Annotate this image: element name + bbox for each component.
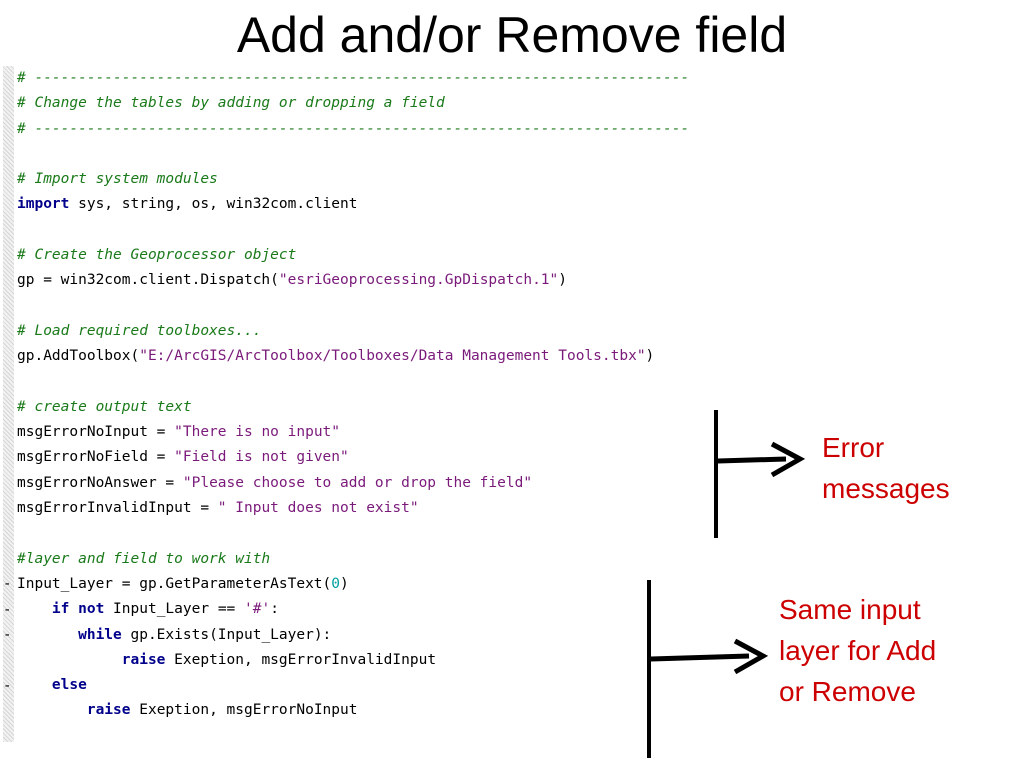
- code-line: [17, 218, 689, 243]
- indent: [17, 627, 78, 643]
- callout-line: or Remove: [779, 676, 916, 707]
- arrow-right-icon: [650, 638, 769, 675]
- code-line: msgErrorNoInput = "There is no input": [17, 420, 689, 445]
- callout-line: messages: [822, 473, 950, 504]
- code-line: Input_Layer = gp.GetParameterAsText(0): [17, 572, 689, 597]
- comment: # --------------------------------------…: [17, 120, 690, 137]
- indent: [17, 601, 52, 617]
- comment: # Import system modules: [17, 171, 218, 188]
- code-line: raise Exeption, msgErrorNoInput: [17, 698, 689, 723]
- keyword: else: [51, 677, 87, 694]
- code-line: [17, 521, 689, 546]
- indent: [17, 677, 52, 693]
- code-line: # Load required toolboxes...: [17, 319, 689, 344]
- code-text: gp = win32com.client.Dispatch(: [17, 272, 279, 289]
- code-line: # --------------------------------------…: [17, 117, 689, 142]
- code-line: # --------------------------------------…: [17, 66, 689, 91]
- comment: #layer and field to work with: [17, 550, 271, 567]
- keyword: while: [78, 626, 122, 643]
- string-literal: "esriGeoprocessing.GpDispatch.1": [278, 272, 559, 289]
- code-line: # Import system modules: [17, 167, 689, 192]
- bracket-line-input: [647, 580, 651, 758]
- comment: # Change the tables by adding or droppin…: [17, 95, 445, 112]
- keyword: import: [17, 196, 70, 213]
- indent: [17, 652, 122, 668]
- code-text: sys, string, os, win32com.client: [69, 196, 358, 213]
- code-line: if not Input_Layer == '#':: [17, 597, 689, 622]
- string-literal: "There is no input": [174, 424, 341, 441]
- code-text: gp.Exists(Input_Layer):: [121, 626, 332, 643]
- number-literal: 0: [331, 575, 341, 592]
- code-text: Input_Layer = gp.GetParameterAsText(: [17, 575, 332, 592]
- keyword: if: [51, 601, 70, 618]
- code-text: msgErrorInvalidInput =: [17, 500, 218, 517]
- code-line: msgErrorNoAnswer = "Please choose to add…: [17, 471, 689, 496]
- code-text: msgErrorNoAnswer =: [17, 474, 183, 491]
- code-line: msgErrorInvalidInput = " Input does not …: [17, 496, 689, 521]
- callout-same-input: Same input layer for Add or Remove: [779, 589, 936, 712]
- code-line: # create output text: [17, 395, 689, 420]
- code-line: # Create the Geoprocessor object: [17, 243, 689, 268]
- code-line: [17, 294, 689, 319]
- string-literal: '#': [244, 601, 271, 618]
- keyword: raise: [86, 702, 131, 719]
- fold-marker[interactable]: -: [3, 627, 12, 643]
- code-text: msgErrorNoInput =: [17, 424, 175, 441]
- code-line: # Change the tables by adding or droppin…: [17, 91, 689, 116]
- code-text: ): [340, 575, 349, 592]
- fold-marker[interactable]: -: [3, 602, 12, 618]
- bracket-line-error: [714, 410, 718, 538]
- slide-title: Add and/or Remove field: [236, 7, 788, 63]
- code-line: [17, 142, 689, 167]
- keyword: raise: [121, 651, 166, 668]
- callout-line: Same input: [779, 594, 921, 625]
- string-literal: "E:/ArcGIS/ArcToolbox/Toolboxes/Data Man…: [139, 348, 646, 365]
- code-line: import sys, string, os, win32com.client: [17, 192, 689, 217]
- comment: # create output text: [17, 398, 192, 415]
- fold-marker[interactable]: -: [3, 678, 12, 694]
- keyword: not: [78, 601, 105, 618]
- code-line: #layer and field to work with: [17, 547, 689, 572]
- indent: [17, 702, 87, 718]
- code-line: gp = win32com.client.Dispatch("esriGeopr…: [17, 268, 689, 293]
- editor-gutter: [3, 66, 14, 742]
- code-text: ): [645, 348, 655, 365]
- comment: # Create the Geoprocessor object: [17, 247, 297, 264]
- code-text: :: [270, 601, 279, 618]
- code-text: ): [558, 272, 567, 289]
- fold-marker[interactable]: -: [3, 576, 12, 592]
- code-text: Exeption, msgErrorNoInput: [130, 702, 358, 719]
- arrow-right-icon: [717, 441, 806, 478]
- string-literal: " Input does not exist": [217, 500, 419, 517]
- code-line: msgErrorNoField = "Field is not given": [17, 445, 689, 470]
- string-literal: "Field is not given": [174, 449, 349, 466]
- comment: # --------------------------------------…: [17, 70, 690, 86]
- callout-error-messages: Error messages: [822, 427, 950, 509]
- code-text: Input_Layer ==: [104, 601, 245, 618]
- code-line: gp.AddToolbox("E:/ArcGIS/ArcToolbox/Tool…: [17, 344, 689, 369]
- string-literal: "Please choose to add or drop the field": [182, 474, 533, 491]
- code-text: [69, 601, 78, 617]
- callout-line: Error: [822, 432, 885, 463]
- code-text: msgErrorNoField =: [17, 449, 175, 466]
- comment: # Load required toolboxes...: [17, 322, 262, 339]
- code-line: [17, 370, 689, 395]
- code-line: while gp.Exists(Input_Layer):: [17, 623, 689, 648]
- code-line: raise Exeption, msgErrorInvalidInput: [17, 648, 689, 673]
- code-line: else: [17, 673, 689, 698]
- code-text: Exeption, msgErrorInvalidInput: [165, 651, 437, 668]
- code-text: gp.AddToolbox(: [17, 348, 140, 365]
- code-editor[interactable]: # --------------------------------------…: [17, 66, 689, 724]
- callout-line: layer for Add: [779, 635, 937, 666]
